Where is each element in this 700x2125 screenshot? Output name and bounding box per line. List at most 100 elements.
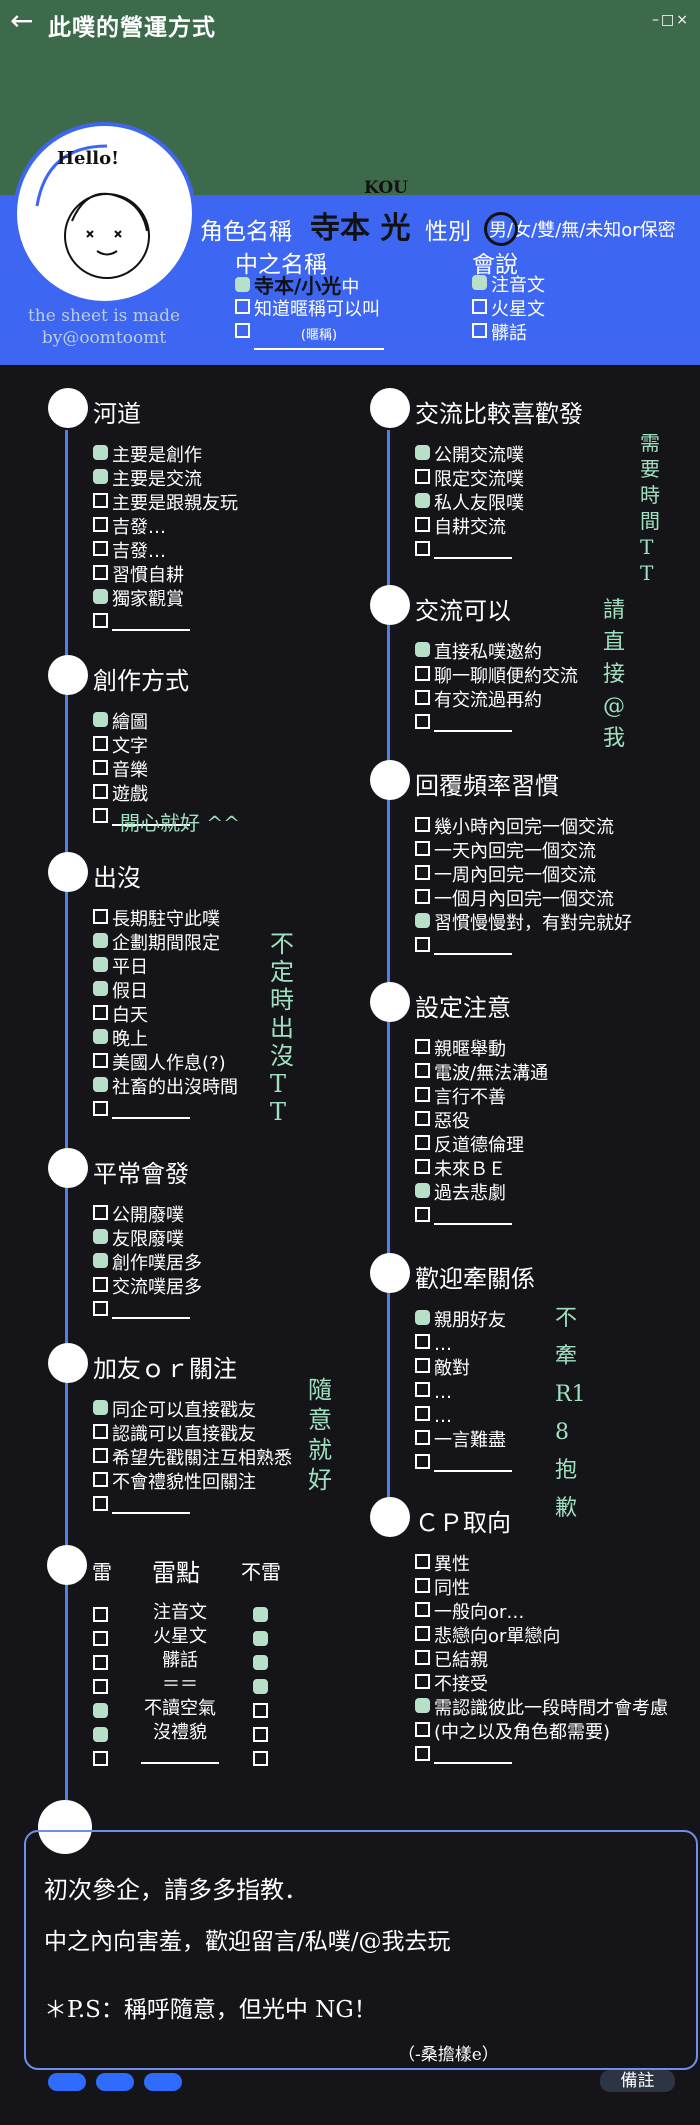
option-item[interactable]: 同企可以直接戳友 <box>93 1399 256 1423</box>
option-item[interactable]: 親暱舉動 <box>415 1038 506 1062</box>
option-item[interactable]: 電波/無法溝通 <box>415 1062 548 1086</box>
option-item[interactable]: 主要是跟親友玩 <box>93 492 238 516</box>
option-item[interactable]: 習慣慢慢對，有對完就好 <box>415 912 632 936</box>
option-item[interactable]: 企劃期間限定 <box>93 932 220 956</box>
option-item[interactable] <box>415 1745 512 1769</box>
option-item[interactable]: 公開交流噗 <box>415 444 524 468</box>
back-arrow-icon[interactable]: ← <box>10 4 34 37</box>
option-item[interactable]: 一個月內回完一個交流 <box>415 888 614 912</box>
option-item[interactable]: 美國人作息(?) <box>93 1052 226 1076</box>
option-item[interactable]: 有交流過再約 <box>415 689 542 713</box>
not-mine-checkbox-icon[interactable] <box>253 1631 268 1646</box>
option-item[interactable]: 不會禮貌性回關注 <box>93 1471 256 1495</box>
nickname-item[interactable]: (暱稱) <box>235 322 384 350</box>
option-item[interactable]: 反道德倫理 <box>415 1134 524 1158</box>
option-item[interactable]: 創作噗居多 <box>93 1252 202 1276</box>
nickname-item[interactable]: 寺本/小光中 <box>235 274 359 300</box>
option-item[interactable]: 異性 <box>415 1553 470 1577</box>
option-item[interactable]: 限定交流噗 <box>415 468 524 492</box>
mine-checkbox-icon[interactable] <box>93 1631 108 1646</box>
option-item[interactable]: … <box>415 1381 452 1405</box>
option-item[interactable]: 敵對 <box>415 1357 470 1381</box>
option-item[interactable]: 晚上 <box>93 1028 148 1052</box>
mine-checkbox-icon[interactable] <box>93 1679 108 1694</box>
option-item[interactable] <box>93 1495 190 1519</box>
option-item[interactable]: 主要是交流 <box>93 468 202 492</box>
speak-item[interactable]: 火星文 <box>472 298 545 322</box>
not-mine-checkbox-icon[interactable] <box>253 1655 268 1670</box>
option-item[interactable]: 文字 <box>93 735 148 759</box>
option-item[interactable] <box>93 1300 190 1324</box>
not-mine-checkbox-icon[interactable] <box>253 1703 268 1718</box>
option-item[interactable]: 音樂 <box>93 759 148 783</box>
option-item[interactable]: 聊一聊順便約交流 <box>415 665 578 689</box>
option-item[interactable]: 繪圖 <box>93 711 148 735</box>
dot-button-1[interactable] <box>48 2073 86 2091</box>
option-item[interactable]: 自耕交流 <box>415 516 506 540</box>
checkbox-icon <box>415 1135 430 1150</box>
option-item[interactable] <box>415 713 512 737</box>
speak-item[interactable]: 髒話 <box>472 322 527 346</box>
option-item[interactable] <box>415 936 512 960</box>
option-item[interactable] <box>415 1453 512 1477</box>
option-item[interactable]: 交流噗居多 <box>93 1276 202 1300</box>
option-item[interactable]: 吉發… <box>93 540 166 564</box>
dot-button-3[interactable] <box>144 2073 182 2091</box>
option-item[interactable]: 友限廢噗 <box>93 1228 184 1252</box>
dot-button-2[interactable] <box>96 2073 134 2091</box>
not-mine-checkbox-icon[interactable] <box>253 1751 268 1766</box>
nickname-item[interactable]: 知道暱稱可以叫 <box>235 298 380 322</box>
option-item[interactable]: 公開廢噗 <box>93 1204 184 1228</box>
option-item[interactable]: 獨家觀賞 <box>93 588 184 612</box>
option-item[interactable]: 私人友限噗 <box>415 492 524 516</box>
speak-item[interactable]: 注音文 <box>472 274 545 298</box>
option-item[interactable]: 言行不善 <box>415 1086 506 1110</box>
option-item[interactable]: 希望先戳關注互相熟悉 <box>93 1447 292 1471</box>
not-mine-checkbox-icon[interactable] <box>253 1679 268 1694</box>
option-item[interactable]: 白天 <box>93 1004 148 1028</box>
option-item[interactable]: 假日 <box>93 980 148 1004</box>
option-item[interactable]: 不接受 <box>415 1673 488 1697</box>
option-item[interactable]: 直接私噗邀約 <box>415 641 542 665</box>
mine-checkbox-icon[interactable] <box>93 1727 108 1742</box>
checkbox-icon <box>415 1039 430 1054</box>
mine-checkbox-icon[interactable] <box>93 1703 108 1718</box>
option-item[interactable]: 長期駐守此噗 <box>93 908 220 932</box>
option-item[interactable]: 同性 <box>415 1577 470 1601</box>
option-item[interactable] <box>415 1206 512 1230</box>
option-item[interactable]: 遊戲 <box>93 783 148 807</box>
option-item[interactable]: 未來ＢＥ <box>415 1158 506 1182</box>
option-item[interactable]: 一天內回完一個交流 <box>415 840 596 864</box>
option-item[interactable] <box>93 612 190 636</box>
mine-checkbox-icon[interactable] <box>93 1751 108 1766</box>
option-item[interactable]: 幾小時內回完一個交流 <box>415 816 614 840</box>
option-item[interactable]: … <box>415 1405 452 1429</box>
option-item[interactable] <box>415 540 512 564</box>
not-mine-checkbox-icon[interactable] <box>253 1607 268 1622</box>
option-item[interactable]: 一般向or… <box>415 1601 524 1625</box>
option-item[interactable]: 社畜的出沒時間 <box>93 1076 238 1100</box>
option-item[interactable]: 過去悲劇 <box>415 1182 506 1206</box>
option-item[interactable]: 悲戀向or單戀向 <box>415 1625 560 1649</box>
window-controls[interactable]: –□× <box>652 12 690 28</box>
option-item[interactable]: 惡役 <box>415 1110 470 1134</box>
option-item[interactable]: 習慣自耕 <box>93 564 184 588</box>
memo-button[interactable]: 備註 <box>600 2070 675 2092</box>
option-item[interactable]: 需認識彼此一段時間才會考慮 <box>415 1697 668 1721</box>
not-mine-checkbox-icon[interactable] <box>253 1727 268 1742</box>
option-item[interactable]: 一言難盡 <box>415 1429 506 1453</box>
option-item[interactable]: 主要是創作 <box>93 444 202 468</box>
option-item[interactable]: (中之以及角色都需要) <box>415 1721 610 1745</box>
option-item[interactable]: … <box>415 1333 452 1357</box>
option-item[interactable]: 吉發… <box>93 516 166 540</box>
option-item[interactable]: 親朋好友 <box>415 1309 506 1333</box>
option-item[interactable]: 認識可以直接戳友 <box>93 1423 256 1447</box>
option-item[interactable]: 平日 <box>93 956 148 980</box>
option-item[interactable] <box>93 807 190 831</box>
mine-checkbox-icon[interactable] <box>93 1607 108 1622</box>
option-item[interactable]: 已結親 <box>415 1649 488 1673</box>
mine-checkbox-icon[interactable] <box>93 1655 108 1670</box>
option-item[interactable]: 一周內回完一個交流 <box>415 864 596 888</box>
option-item[interactable] <box>93 1100 190 1124</box>
section-marker <box>48 655 88 695</box>
